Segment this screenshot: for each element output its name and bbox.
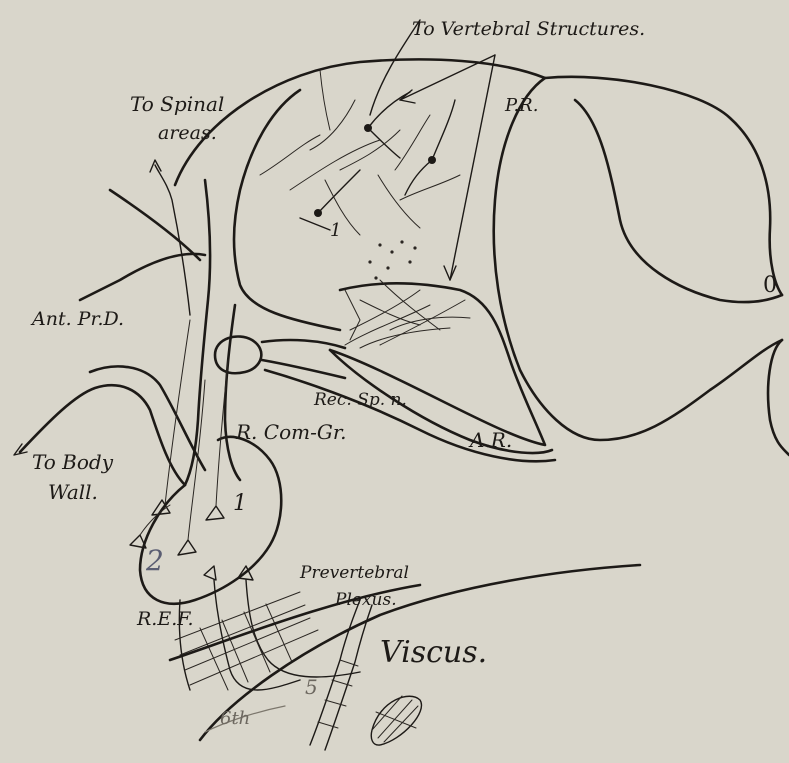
label-anterior-primary-division: Ant. Pr.D. <box>32 310 124 329</box>
dorsal-column-outline <box>575 100 782 302</box>
label-to-spinal: To Spinal <box>130 94 224 114</box>
label-anterior-root: A.R. <box>470 430 512 450</box>
label-to-vertebral-structures: To Vertebral Structures. <box>412 20 645 39</box>
ganglion-cell-2 <box>178 540 196 555</box>
dendritic-branches-upper <box>260 70 460 235</box>
dendritic-branches-lower <box>345 280 470 348</box>
label-viscus: Viscus. <box>380 638 487 668</box>
ganglion-cell-3 <box>206 506 224 520</box>
label-to-body: To Body <box>32 452 113 472</box>
anterior-horn-outline <box>330 283 545 445</box>
label-number-6th: 6th <box>220 710 250 728</box>
speckles <box>368 240 416 279</box>
label-prevertebral: Prevertebral <box>300 565 409 582</box>
label-wall: Wall. <box>48 482 98 502</box>
sympathetic-ganglion <box>140 437 281 604</box>
grey-matter-outline <box>234 90 340 330</box>
label-plexus: Plexus. <box>335 592 397 609</box>
label-number-1-ganglion: 1 <box>233 493 247 515</box>
label-spinal-areas: areas. <box>158 124 217 143</box>
label-ramus-communicans: R. Com-Gr. <box>236 422 347 442</box>
label-posterior-root: P.R. <box>505 97 538 115</box>
label-ref: R.E.F. <box>137 610 194 629</box>
label-number-5: 5 <box>305 677 318 697</box>
posterior-horn-outline <box>494 78 782 440</box>
fibre-to-spinal-areas <box>155 165 190 315</box>
label-number-1-cord: 1 <box>330 222 341 240</box>
label-central-canal: 0 <box>763 275 777 297</box>
ramus-loop <box>215 336 261 373</box>
anterior-primary-division <box>80 254 205 300</box>
label-recurrent-spinal-nerve: Rec. Sp. n. <box>314 392 407 409</box>
label-number-2: 2 <box>146 547 164 575</box>
ganglion-cell-5 <box>204 566 216 580</box>
